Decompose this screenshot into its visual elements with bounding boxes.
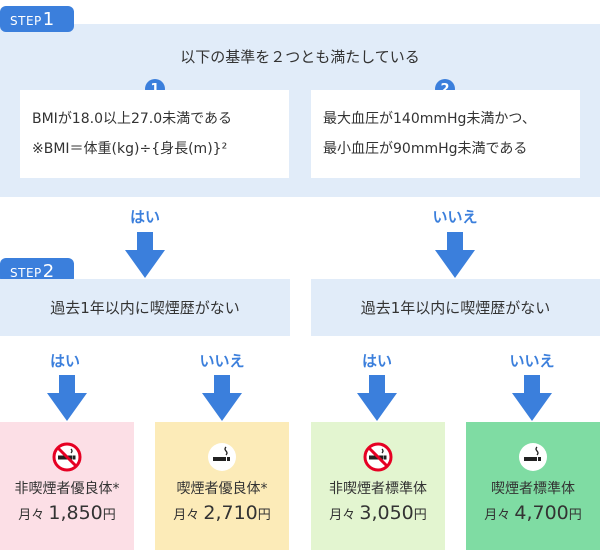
step1-tab: STEP 1 xyxy=(0,6,74,32)
smoking-icon xyxy=(519,443,547,471)
step2-question-left: 過去1年以内に喫煙歴がない xyxy=(0,279,290,336)
price-value: 1,850 xyxy=(48,502,103,524)
branch2-yes-label-right: はい xyxy=(361,352,392,370)
price-unit: 円 xyxy=(102,508,116,523)
step2-question-right: 過去1年以内に喫煙歴がない xyxy=(311,279,600,336)
branch2-arrow-3 xyxy=(357,375,397,421)
branch1-no-arrow xyxy=(435,232,475,278)
branch2-arrow-2 xyxy=(202,375,242,421)
price-unit: 円 xyxy=(257,508,271,523)
price-value: 4,700 xyxy=(514,502,569,524)
condition2-line1: 最大血圧が140mmHg未満かつ、 xyxy=(323,111,536,127)
condition1-box: BMIが18.0以上27.0未満である ※BMI＝体重(kg)÷{身長(m)}² xyxy=(20,90,289,178)
result-name-3: 非喫煙者標準体 xyxy=(329,481,427,497)
result-name-4: 喫煙者標準体 xyxy=(491,481,575,497)
result-price-4: 月々 4,700円 xyxy=(484,502,582,524)
no-smoking-icon xyxy=(363,442,393,472)
price-unit: 円 xyxy=(568,508,582,523)
step1-tab-number: 1 xyxy=(42,9,55,30)
condition2-box: 最大血圧が140mmHg未満かつ、 最小血圧が90mmHg未満である xyxy=(311,90,580,178)
branch2-no-label-right: いいえ xyxy=(509,352,555,370)
no-smoking-icon xyxy=(52,442,82,472)
result-price-3: 月々 3,050円 xyxy=(329,502,427,524)
branch2-arrow-4 xyxy=(512,375,552,421)
price-prefix: 月々 xyxy=(329,508,356,523)
price-value: 3,050 xyxy=(359,502,414,524)
result-box-3: 非喫煙者標準体 月々 3,050円 xyxy=(311,422,445,550)
step1-heading: 以下の基準を２つとも満たしている xyxy=(180,47,420,66)
branch1-yes-arrow xyxy=(125,232,165,278)
price-prefix: 月々 xyxy=(173,508,200,523)
condition1-line1: BMIが18.0以上27.0未満である xyxy=(32,111,233,127)
result-box-2: 喫煙者優良体* 月々 2,710円 xyxy=(155,422,289,550)
price-unit: 円 xyxy=(413,508,427,523)
result-price-2: 月々 2,710円 xyxy=(173,502,271,524)
result-box-1: 非喫煙者優良体* 月々 1,850円 xyxy=(0,422,134,550)
condition2-line2: 最小血圧が90mmHg未満である xyxy=(323,141,528,157)
smoking-icon xyxy=(208,443,236,471)
result-name-2: 喫煙者優良体* xyxy=(176,481,268,497)
price-prefix: 月々 xyxy=(484,508,511,523)
branch1-yes-label: はい xyxy=(129,208,160,226)
branch2-arrow-1 xyxy=(47,375,87,421)
branch1-no-label: いいえ xyxy=(432,208,478,226)
price-value: 2,710 xyxy=(203,502,258,524)
step2-tab-label: STEP xyxy=(10,266,42,280)
result-box-4: 喫煙者標準体 月々 4,700円 xyxy=(466,422,600,550)
condition1-line2: ※BMI＝体重(kg)÷{身長(m)}² xyxy=(32,141,228,157)
result-price-1: 月々 1,850円 xyxy=(18,502,116,524)
branch2-no-label-left: いいえ xyxy=(199,352,245,370)
result-name-1: 非喫煙者優良体* xyxy=(14,481,120,497)
step2-tab-number: 2 xyxy=(42,261,55,282)
branch2-yes-label-left: はい xyxy=(49,352,80,370)
step1-tab-label: STEP xyxy=(10,14,42,28)
price-prefix: 月々 xyxy=(18,508,45,523)
